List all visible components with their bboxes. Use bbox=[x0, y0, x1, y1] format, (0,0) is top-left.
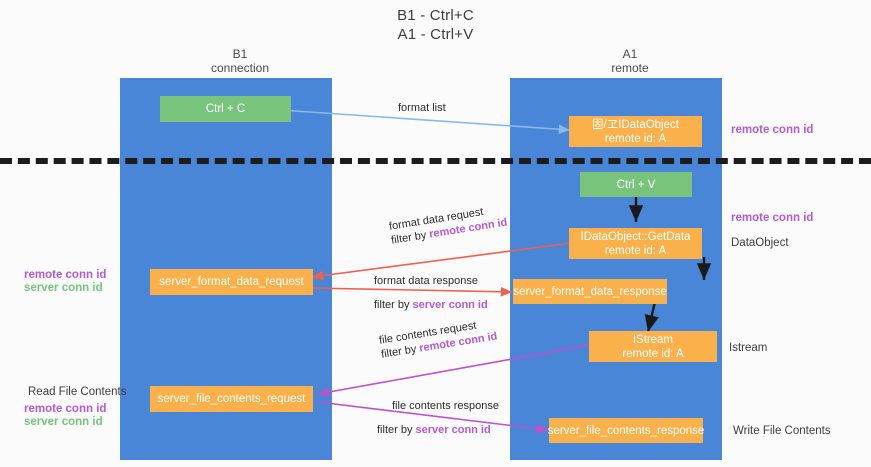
column-header-a1: A1 remote bbox=[540, 47, 720, 75]
box-ctrl-v-label: Ctrl + V bbox=[616, 178, 656, 191]
phase-divider bbox=[0, 158, 871, 164]
title-line-2: A1 - Ctrl+V bbox=[397, 26, 474, 43]
column-header-b1-name: B1 bbox=[232, 47, 248, 61]
box-server-file-contents-request-label: server_file_contents_request bbox=[157, 393, 306, 405]
box-idataobject-getdata-line2: remote id: A bbox=[604, 244, 667, 257]
filter-key-server-conn-id: server conn id bbox=[415, 424, 491, 436]
box-server-format-data-request-label: server_format_data_request bbox=[159, 276, 304, 288]
box-server-file-contents-request[interactable]: server_file_contents_request bbox=[150, 386, 313, 412]
box-ctrl-c-label: Ctrl + C bbox=[205, 103, 246, 115]
label-remote-conn-id-mid: remote conn id bbox=[731, 212, 814, 224]
title-line-1: B1 - Ctrl+C bbox=[397, 7, 474, 24]
box-server-format-data-response-label: server_format_data_response bbox=[513, 285, 667, 298]
box-idataobject-remote[interactable]: 固/ヱIDataObject remote id: A bbox=[569, 116, 702, 147]
label-istream: Istream bbox=[729, 342, 768, 354]
label-write-file-contents: Write File Contents bbox=[733, 425, 831, 437]
label-left-remote-conn-id-mid: remote conn id bbox=[24, 269, 107, 281]
label-data-object: DataObject bbox=[731, 237, 789, 249]
box-server-format-data-response[interactable]: server_format_data_response bbox=[513, 279, 667, 304]
column-header-b1: B1 connection bbox=[150, 47, 330, 75]
box-server-format-data-request[interactable]: server_format_data_request bbox=[150, 269, 313, 295]
box-istream-line1: IStream bbox=[632, 333, 674, 346]
box-idataobject-remote-line1: 固/ヱIDataObject bbox=[592, 118, 679, 131]
box-istream[interactable]: IStream remote id: A bbox=[589, 331, 717, 362]
filter-prefix: filter by bbox=[374, 299, 413, 311]
filter-key-server-conn-id: server conn id bbox=[412, 299, 488, 311]
label-left-server-conn-id-bottom: server conn id bbox=[24, 416, 103, 428]
box-ctrl-v[interactable]: Ctrl + V bbox=[580, 172, 692, 197]
box-idataobject-remote-line2: remote id: A bbox=[604, 132, 667, 145]
edge-caption-file-contents-response: file contents response filter by server … bbox=[377, 399, 500, 437]
filter-prefix: filter by bbox=[377, 424, 416, 436]
edge-caption-format-data-response-filter: filter by server conn id bbox=[374, 298, 488, 312]
box-istream-line2: remote id: A bbox=[622, 347, 684, 360]
edge-caption-file-contents-request: file contents request filter by remote c… bbox=[378, 316, 498, 362]
label-left-remote-conn-id-bottom: remote conn id bbox=[24, 403, 107, 415]
box-idataobject-getdata[interactable]: IDataObject::GetData remote id: A bbox=[569, 228, 702, 259]
label-read-file-contents: Read File Contents bbox=[28, 386, 127, 398]
column-header-a1-name: A1 bbox=[622, 47, 638, 61]
page-title: B1 - Ctrl+C A1 - Ctrl+V bbox=[0, 6, 871, 44]
label-left-server-conn-id-mid: server conn id bbox=[24, 282, 103, 294]
column-header-b1-role: connection bbox=[210, 61, 270, 75]
box-server-file-contents-response-label: server_file_contents_response bbox=[547, 424, 705, 437]
edge-caption-format-data-response: format data response filter by server co… bbox=[374, 274, 488, 312]
column-header-a1-role: remote bbox=[611, 61, 649, 75]
edge-caption-format-data-response-text: format data response bbox=[374, 275, 478, 287]
edge-caption-file-contents-response-filter: filter by server conn id bbox=[377, 423, 499, 437]
box-idataobject-getdata-line1: IDataObject::GetData bbox=[580, 230, 691, 243]
edge-caption-format-list: format list bbox=[398, 102, 446, 114]
edge-caption-format-data-request: format data request filter by remote con… bbox=[388, 202, 508, 248]
label-remote-conn-id-top: remote conn id bbox=[731, 124, 814, 136]
box-server-file-contents-response[interactable]: server_file_contents_response bbox=[547, 418, 705, 443]
box-ctrl-c[interactable]: Ctrl + C bbox=[160, 96, 291, 122]
edge-caption-file-contents-response-text: file contents response bbox=[392, 400, 500, 412]
